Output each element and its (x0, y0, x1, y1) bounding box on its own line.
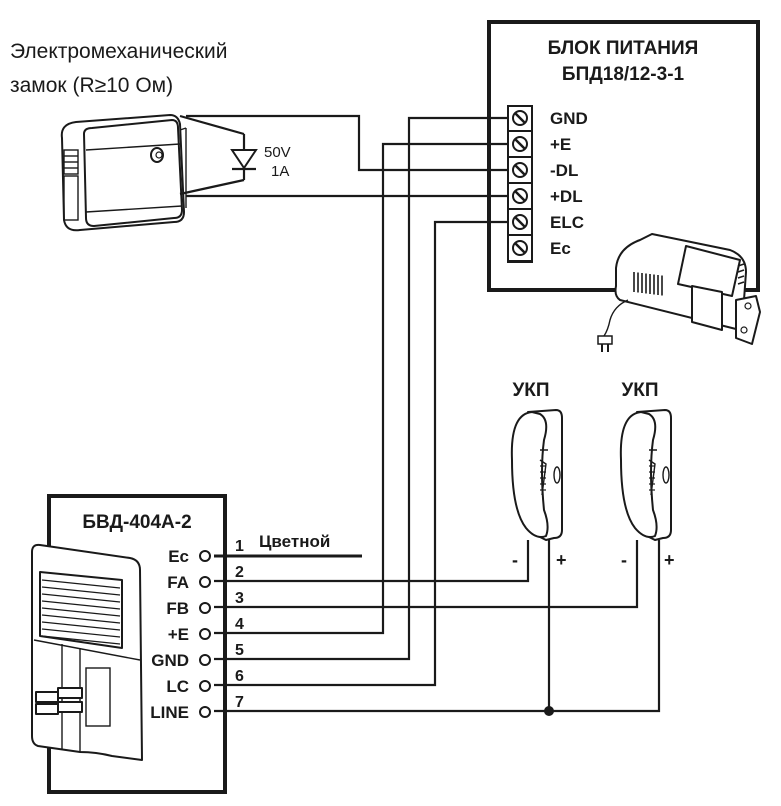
panel-title: БВД-404А-2 (82, 512, 191, 533)
panel-terminal-fb: FB 3 (166, 590, 244, 618)
handset-2-plus: + (664, 550, 675, 570)
panel-terminal-gnd: GND 5 (151, 642, 244, 670)
psu-terminal-3: -DL (508, 161, 578, 184)
psu-terminal-1: GND (508, 109, 588, 132)
psu-terminal-label: Ec (550, 239, 571, 258)
psu-terminal-label: +E (550, 135, 571, 154)
handset-2-icon (619, 409, 672, 541)
handset-2-minus: - (621, 550, 627, 570)
psu-title-line1: БЛОК ПИТАНИЯ (548, 38, 699, 59)
panel-terminal-label: LC (166, 677, 189, 696)
panel-terminal-label: GND (151, 651, 189, 670)
terminal-circle-icon (199, 654, 211, 666)
psu-terminal-block: GND +E -DL +DL ELC Ec (507, 105, 588, 263)
handset-1-icon (510, 409, 563, 541)
wire-number: 7 (235, 694, 244, 711)
ec-wire-color-label: Цветной (259, 532, 330, 551)
panel-terminal-fa: FA 2 (167, 564, 244, 592)
terminal-circle-icon (199, 576, 211, 588)
wires (186, 114, 661, 716)
wire-lock-to-minus-dl (186, 114, 508, 172)
panel-terminal-plus-e: +E 4 (168, 616, 244, 644)
wire-number: 4 (235, 616, 244, 633)
panel-terminal-label: +E (168, 625, 189, 644)
wire-fa (214, 540, 530, 583)
panel-terminal-line: LINE 7 (150, 694, 244, 722)
panel-terminal-label: LINE (150, 703, 189, 722)
psu-terminal-label: +DL (550, 187, 583, 206)
psu-terminal-4: +DL (508, 187, 583, 210)
wire-number: 3 (235, 590, 244, 607)
handset-1-minus: - (512, 550, 518, 570)
wire-plus-e (214, 142, 508, 635)
terminal-circle-icon (199, 550, 211, 562)
power-adapter-icon (597, 233, 761, 352)
panel-terminal-label: Ec (168, 547, 189, 566)
handset-2-label: УКП (621, 380, 658, 401)
wire-number: 6 (235, 668, 244, 685)
wire-number: 2 (235, 564, 244, 581)
diode-symbol-icon (230, 149, 258, 170)
wire-line (214, 540, 661, 713)
psu-terminal-label: -DL (550, 161, 578, 180)
psu-terminal-label: GND (550, 109, 588, 128)
psu-terminal-label: ELC (550, 213, 584, 232)
diode-voltage-label: 50V (264, 144, 291, 161)
psu-terminal-6: Ec (508, 239, 571, 262)
panel-terminal-lc: LC 6 (166, 668, 244, 696)
psu-terminal-5: ELC (508, 213, 584, 236)
terminal-circle-icon (199, 602, 211, 614)
handset-1-plus: + (556, 550, 567, 570)
panel-terminal-label: FB (166, 599, 189, 618)
panel-terminal-label: FA (167, 573, 189, 592)
terminal-circle-icon (199, 706, 211, 718)
wire-number: 5 (235, 642, 244, 659)
junction-dot (544, 706, 554, 716)
wire-number: 1 (235, 538, 244, 555)
psu-terminal-2: +E (508, 135, 571, 158)
call-panel-icon (31, 543, 143, 761)
lock-title-line2: замок (R≥10 Ом) (10, 74, 173, 97)
wire-lc-elc (214, 220, 508, 687)
lock-title: Электромеханический замок (R≥10 Ом) (10, 40, 227, 97)
terminal-circle-icon (199, 680, 211, 692)
wire-fb (214, 540, 639, 609)
psu-title-line2: БПД18/12-3-1 (562, 64, 685, 85)
wire-gnd (214, 116, 508, 661)
lock-title-line1: Электромеханический (10, 40, 227, 63)
terminal-circle-icon (199, 628, 211, 640)
electromechanical-lock-icon (60, 114, 187, 232)
handset-1-label: УКП (512, 380, 549, 401)
panel-terminal-ec: Ec 1 (168, 538, 244, 566)
protection-diode: 50V 1A (179, 114, 291, 196)
diode-current-label: 1A (271, 163, 289, 180)
